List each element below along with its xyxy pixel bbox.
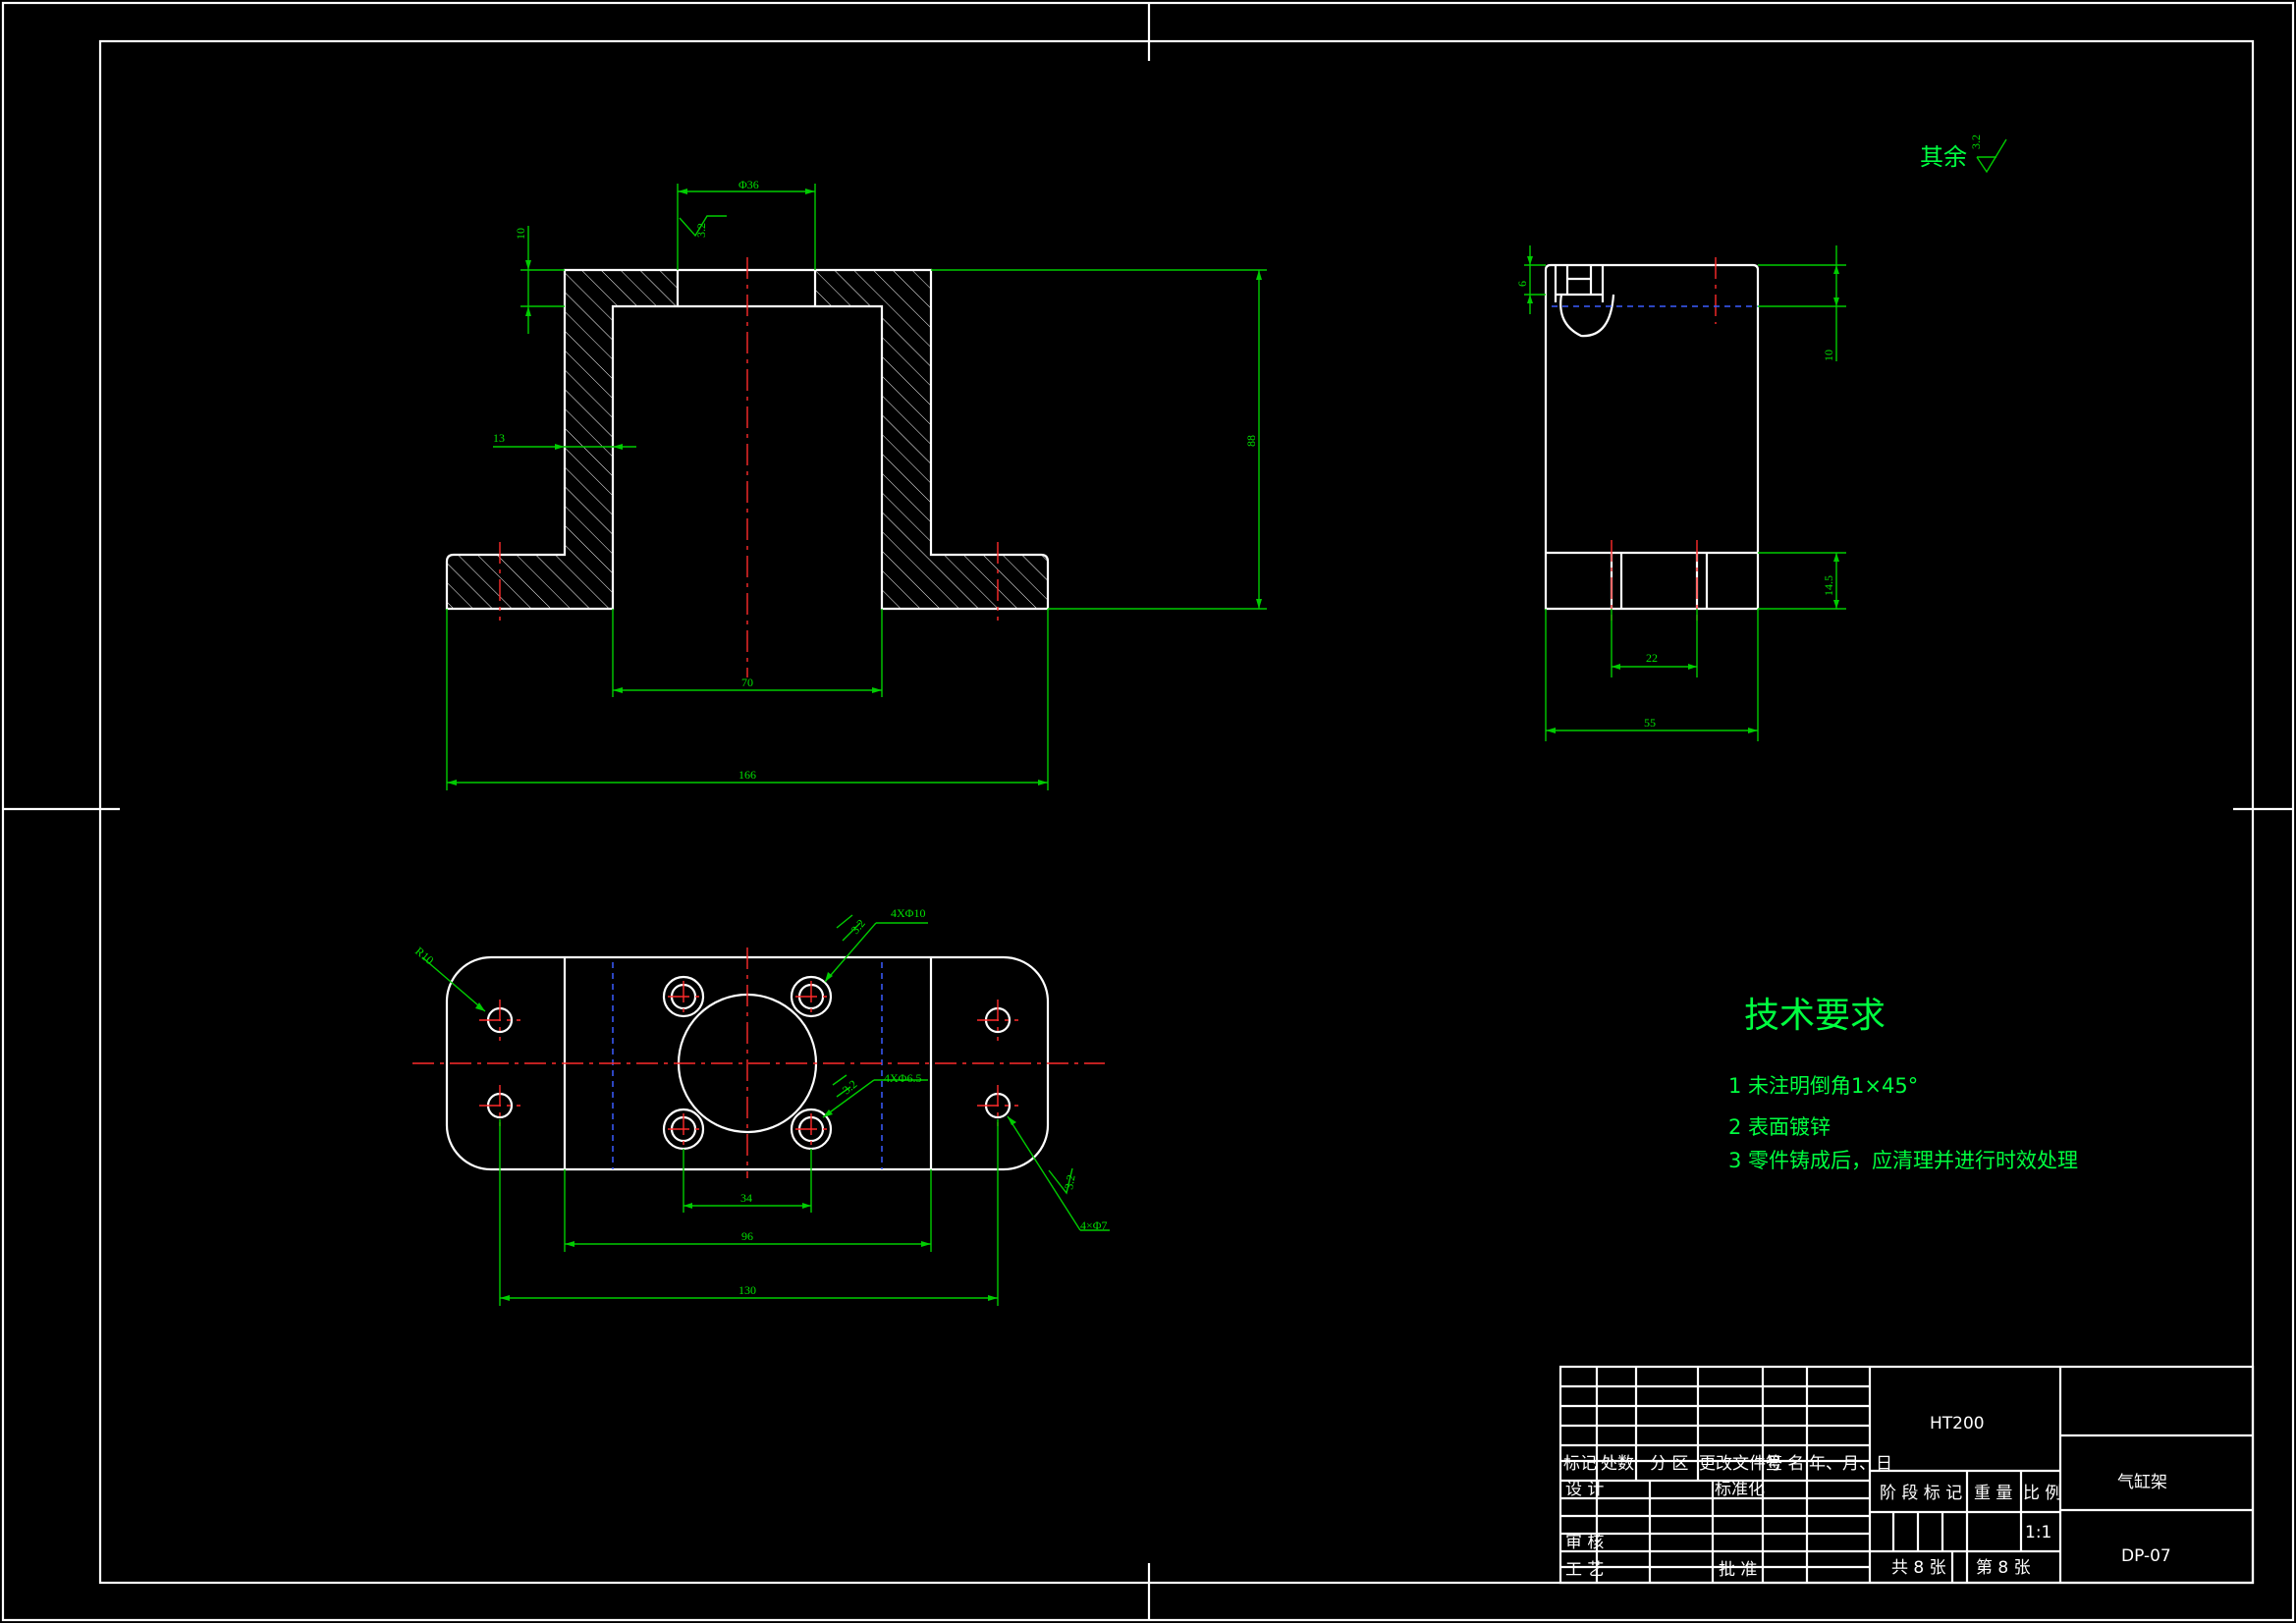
dim-top-34: 34 — [740, 1191, 752, 1205]
roughness-label: 其余 — [1920, 143, 1967, 171]
tb-standard: 标准化 — [1715, 1480, 1765, 1499]
dim-side-ten: 10 — [1822, 350, 1835, 361]
dim-side-slot: 22 — [1646, 651, 1658, 665]
dim-top-rough-a: 3.2 — [848, 916, 868, 936]
tech-title: 技术要求 — [1744, 996, 1886, 1036]
dim-side-base: 14.5 — [1822, 575, 1835, 596]
tech-item-1: 1 未注明倒角1×45° — [1728, 1074, 1918, 1098]
roughness-value: 3.2 — [1969, 135, 1983, 149]
tb-process: 工 艺 — [1565, 1560, 1604, 1580]
front-view: Φ36 3.2 10 13 88 70 166 — [445, 178, 1267, 790]
dim-top-130: 130 — [738, 1283, 756, 1297]
dim-top-radius: R10 — [412, 945, 436, 968]
tb-sheets-total: 共 8 张 — [1891, 1558, 1946, 1578]
tb-ratio: 比 例 — [2023, 1484, 2061, 1503]
dim-top-thick: 10 — [514, 228, 527, 240]
title-block: 标记 处数 分 区 更改文件号 签 名 年、月、日 设 计 标准化 审 核 工 … — [1558, 1365, 2255, 1585]
dim-side-width: 55 — [1644, 716, 1656, 730]
roughness-note: 其余 3.2 — [1920, 135, 2007, 174]
tb-material: HT200 — [1930, 1414, 1985, 1434]
dim-bore: Φ36 — [738, 178, 759, 191]
dim-rough-front: 3.2 — [694, 223, 708, 238]
side-view: 6 10 14.5 22 55 — [1515, 245, 1846, 741]
dim-top-rough-b: 3.2 — [840, 1077, 859, 1097]
tb-design: 设 计 — [1565, 1480, 1604, 1499]
tb-approve: 批 准 — [1719, 1560, 1757, 1580]
tb-header-count: 处数 — [1601, 1454, 1634, 1474]
dim-top-holes-b: 4XΦ6.5 — [884, 1071, 921, 1085]
dim-side-top: 6 — [1515, 281, 1529, 287]
tb-header-mark: 标记 — [1563, 1454, 1597, 1474]
tb-part-name: 气缸架 — [2117, 1472, 2167, 1492]
tb-scale: 1:1 — [2025, 1523, 2051, 1542]
dim-overall: 166 — [738, 768, 756, 782]
tb-review: 审 核 — [1565, 1533, 1604, 1552]
tb-drawing-no: DP-07 — [2121, 1546, 2171, 1566]
dim-height: 88 — [1244, 435, 1258, 447]
tb-header-doc: 更改文件号 — [1699, 1454, 1782, 1474]
tb-header-zone: 分 区 — [1650, 1454, 1688, 1474]
dim-top-96: 96 — [741, 1229, 753, 1243]
dim-top-rough-c: 3.2 — [1062, 1173, 1077, 1190]
tech-item-3: 3 零件铸成后，应清理并进行时效处理 — [1728, 1149, 2078, 1172]
tech-item-2: 2 表面镀锌 — [1728, 1115, 1831, 1139]
tb-sheets-no: 第 8 张 — [1976, 1558, 2031, 1578]
tb-header-sign: 签 名 — [1766, 1454, 1804, 1474]
dim-top-holes-a: 4XΦ10 — [891, 906, 925, 920]
dim-top-holes-c: 4×Φ7 — [1080, 1218, 1108, 1232]
technical-requirements: 技术要求 1 未注明倒角1×45° 2 表面镀锌 3 零件铸成后，应清理并进行时… — [1728, 996, 2078, 1172]
tb-stage: 阶 段 标 记 — [1880, 1484, 1962, 1503]
dim-wall: 13 — [493, 431, 505, 445]
top-view: R10 4XΦ10 3.2 4XΦ6.5 3.2 4×Φ7 3.2 34 96 — [412, 906, 1110, 1306]
tb-header-date: 年、月、日 — [1809, 1454, 1892, 1474]
tb-weight: 重 量 — [1974, 1484, 2012, 1503]
dim-inner: 70 — [741, 676, 753, 689]
